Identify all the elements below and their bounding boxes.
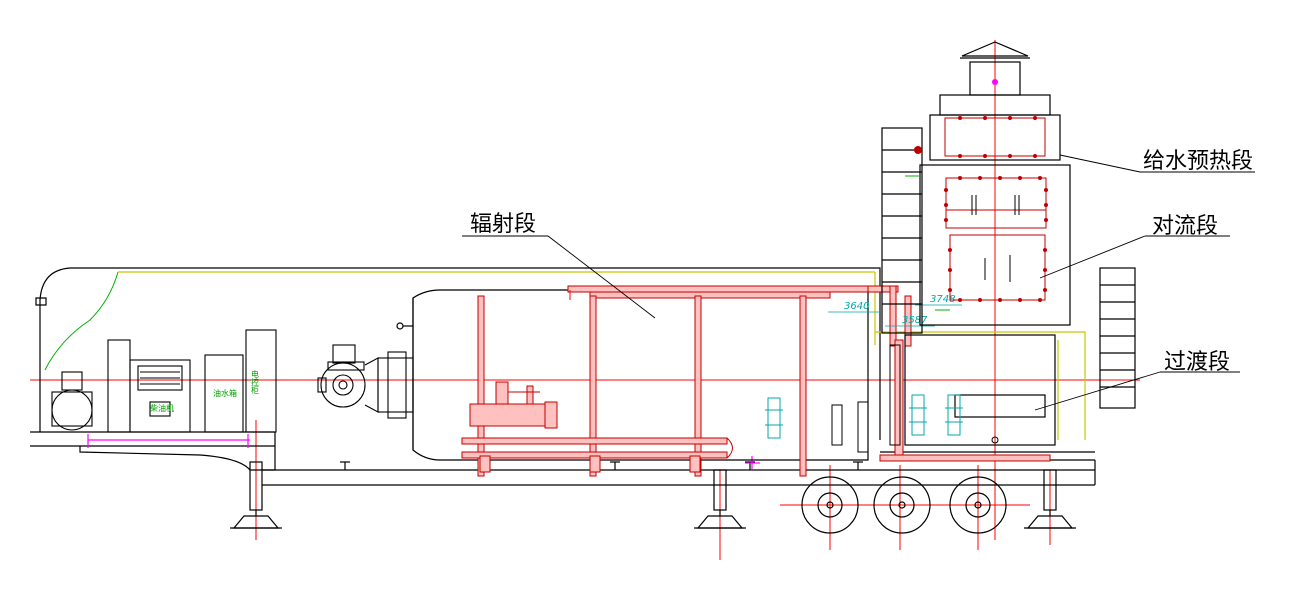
green-arrows [905, 175, 950, 311]
convection-tower [881, 41, 1136, 446]
connection-piping [867, 285, 1051, 462]
radiation-pipes [461, 285, 874, 477]
dimension-3748: 3748 [930, 294, 955, 305]
tube-slots [971, 195, 1020, 282]
radiation-drum [396, 289, 869, 461]
convection-section-label: 对流段 [1152, 214, 1219, 239]
trailer-magenta-frame [87, 434, 760, 470]
chimney-marker [992, 79, 998, 85]
cabinet-label: 电控柜 [251, 369, 260, 395]
leader-lines [462, 154, 1255, 411]
safety-valves [765, 394, 963, 439]
tank-label: 油水箱 [213, 388, 237, 398]
dimension-3640: 3640 [844, 301, 869, 312]
wheels [801, 476, 1007, 534]
transition-section-label: 过渡段 [1164, 350, 1231, 375]
dimension-3587: 3587 [902, 315, 928, 326]
generator-label: 柴油机 [150, 403, 174, 413]
instrument-lines [831, 344, 999, 453]
cab-contour [44, 271, 119, 371]
outrigger-legs [230, 461, 1076, 529]
feedwater-preheat-label: 给水预热段 [1143, 149, 1254, 174]
cab-equipment [51, 329, 277, 433]
burner-assembly [317, 344, 414, 419]
dimension-lines [828, 304, 962, 327]
yellow-lines [118, 271, 1086, 440]
tube-studs [914, 116, 1048, 302]
radiation-section-label: 辐射段 [470, 212, 537, 237]
